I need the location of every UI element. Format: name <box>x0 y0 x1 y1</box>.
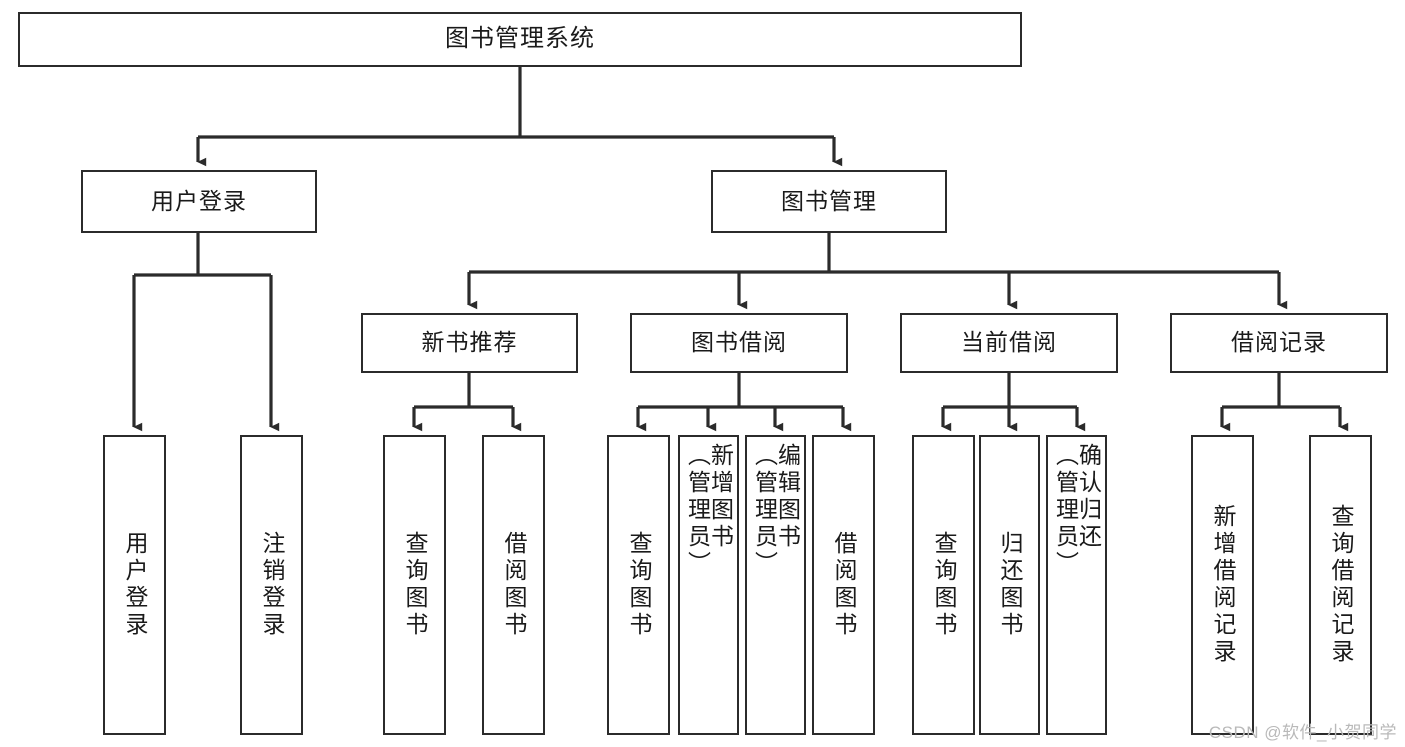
node-label: 用户登录 <box>122 531 148 639</box>
node-borrow-record[interactable]: 借阅记录 <box>1170 313 1388 373</box>
node-label: 查询图书 <box>402 531 428 639</box>
csdn-watermark: CSDN @软件_小贺同学 <box>1208 723 1397 742</box>
node-label: 归还图书 <box>997 531 1023 639</box>
node-label: 查询图书 <box>626 531 652 639</box>
node-label: 借阅图书 <box>501 531 527 639</box>
leaf-borrow-book[interactable]: 借阅图书 <box>812 435 875 735</box>
leaf-return-book[interactable]: 归还图书 <box>979 435 1040 735</box>
node-label: 图书管理 <box>781 187 877 214</box>
leaf-confirm-return-admin[interactable]: 确认归还 （管理员） <box>1046 435 1107 735</box>
node-label: 借阅记录 <box>1231 329 1327 356</box>
node-label: 查询图书 <box>931 531 957 639</box>
node-current-borrow[interactable]: 当前借阅 <box>900 313 1118 373</box>
node-label: 新书推荐 <box>421 329 518 356</box>
node-user-login[interactable]: 用户登录 <box>81 170 317 233</box>
leaf-add-borrow-record[interactable]: 新增借阅记录 <box>1191 435 1254 735</box>
node-label: 新增图书 （管理员） <box>684 443 734 578</box>
leaf-add-book-admin[interactable]: 新增图书 （管理员） <box>678 435 739 735</box>
node-label: 新增借阅记录 <box>1210 504 1236 666</box>
node-book-management[interactable]: 图书管理 <box>711 170 947 233</box>
node-label: 借阅图书 <box>831 531 857 639</box>
node-root-book-management-system[interactable]: 图书管理系统 <box>18 12 1022 67</box>
node-label: 确认归还 （管理员） <box>1052 443 1102 578</box>
leaf-query-book-borrow[interactable]: 查询图书 <box>607 435 670 735</box>
leaf-user-login[interactable]: 用户登录 <box>103 435 166 735</box>
leaf-edit-book-admin[interactable]: 编辑图书 （管理员） <box>745 435 806 735</box>
node-label: 当前借阅 <box>961 329 1057 356</box>
node-book-borrow[interactable]: 图书借阅 <box>630 313 848 373</box>
leaf-query-book-recommend[interactable]: 查询图书 <box>383 435 446 735</box>
node-label: 查询借阅记录 <box>1328 504 1354 666</box>
node-label: 注销登录 <box>259 531 285 639</box>
leaf-query-borrow-record[interactable]: 查询借阅记录 <box>1309 435 1372 735</box>
node-new-book-recommend[interactable]: 新书推荐 <box>361 313 578 373</box>
leaf-user-logout[interactable]: 注销登录 <box>240 435 303 735</box>
node-label: 用户登录 <box>151 187 247 214</box>
node-label: 图书借阅 <box>691 329 787 356</box>
node-label: 编辑图书 （管理员） <box>751 443 801 578</box>
leaf-borrow-book-recommend[interactable]: 借阅图书 <box>482 435 545 735</box>
leaf-query-book-current[interactable]: 查询图书 <box>912 435 975 735</box>
node-label: 图书管理系统 <box>445 25 595 53</box>
